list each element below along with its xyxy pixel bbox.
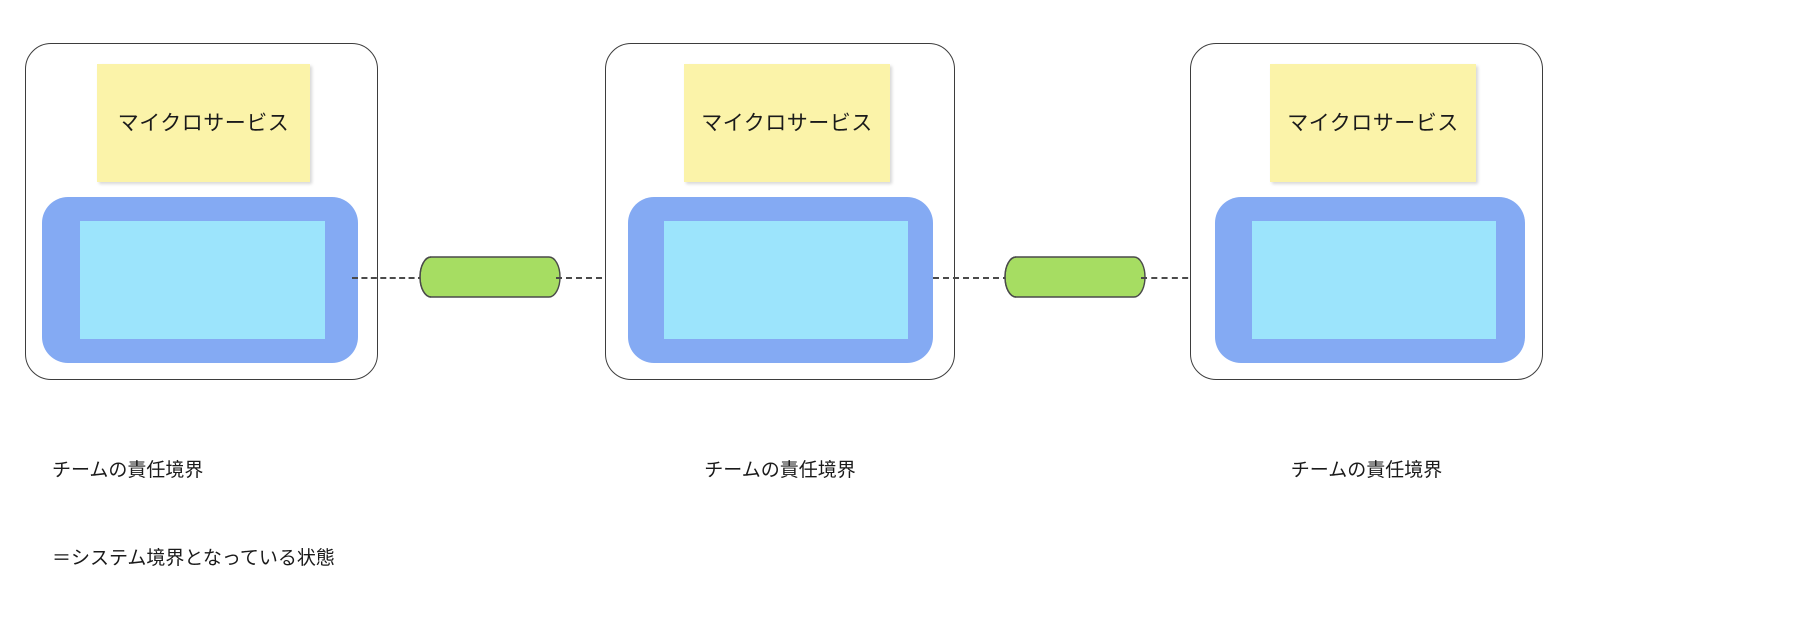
panel-caption-1-line-2: ＝システム境界となっている状態 [52,548,335,570]
panel-caption-2-line-1: チームの責任境界 [704,459,856,481]
sticky-note-1[interactable]: マイクロサービス [97,64,310,182]
system-inner-block-2 [664,221,908,339]
system-inner-block-1 [80,221,325,339]
sticky-note-label-3: マイクロサービス [1287,111,1459,135]
system-block-2[interactable] [628,197,933,363]
dashed-link-2-left [933,277,1009,279]
diagram-canvas: マイクロサービス チームの責任境界 ＝システム境界となっている状態 マイクロサー… [25,43,1543,569]
connector-2-cylinder-pipe-icon[interactable] [1004,256,1146,298]
panel-caption-2: チームの責任境界 [605,397,955,544]
system-block-3[interactable] [1215,197,1525,363]
panel-caption-1-line-1: チームの責任境界 [52,459,204,481]
sticky-note-label-2: マイクロサービス [701,111,873,135]
dashed-link-1-left [352,277,424,279]
system-block-1[interactable] [42,197,358,363]
dashed-link-1-right [556,277,632,279]
panel-caption-3-line-1: チームの責任境界 [1290,459,1443,481]
sticky-note-3[interactable]: マイクロサービス [1270,64,1476,182]
connector-1-cylinder-pipe-icon[interactable] [419,256,561,298]
sticky-note-label-1: マイクロサービス [117,111,290,135]
panel-caption-3: チームの責任境界 [1190,397,1543,544]
panel-caption-1: チームの責任境界 ＝システム境界となっている状態 [52,397,335,633]
system-inner-block-3 [1252,221,1496,339]
dashed-link-2-right [1141,277,1219,279]
sticky-note-2[interactable]: マイクロサービス [684,64,890,182]
